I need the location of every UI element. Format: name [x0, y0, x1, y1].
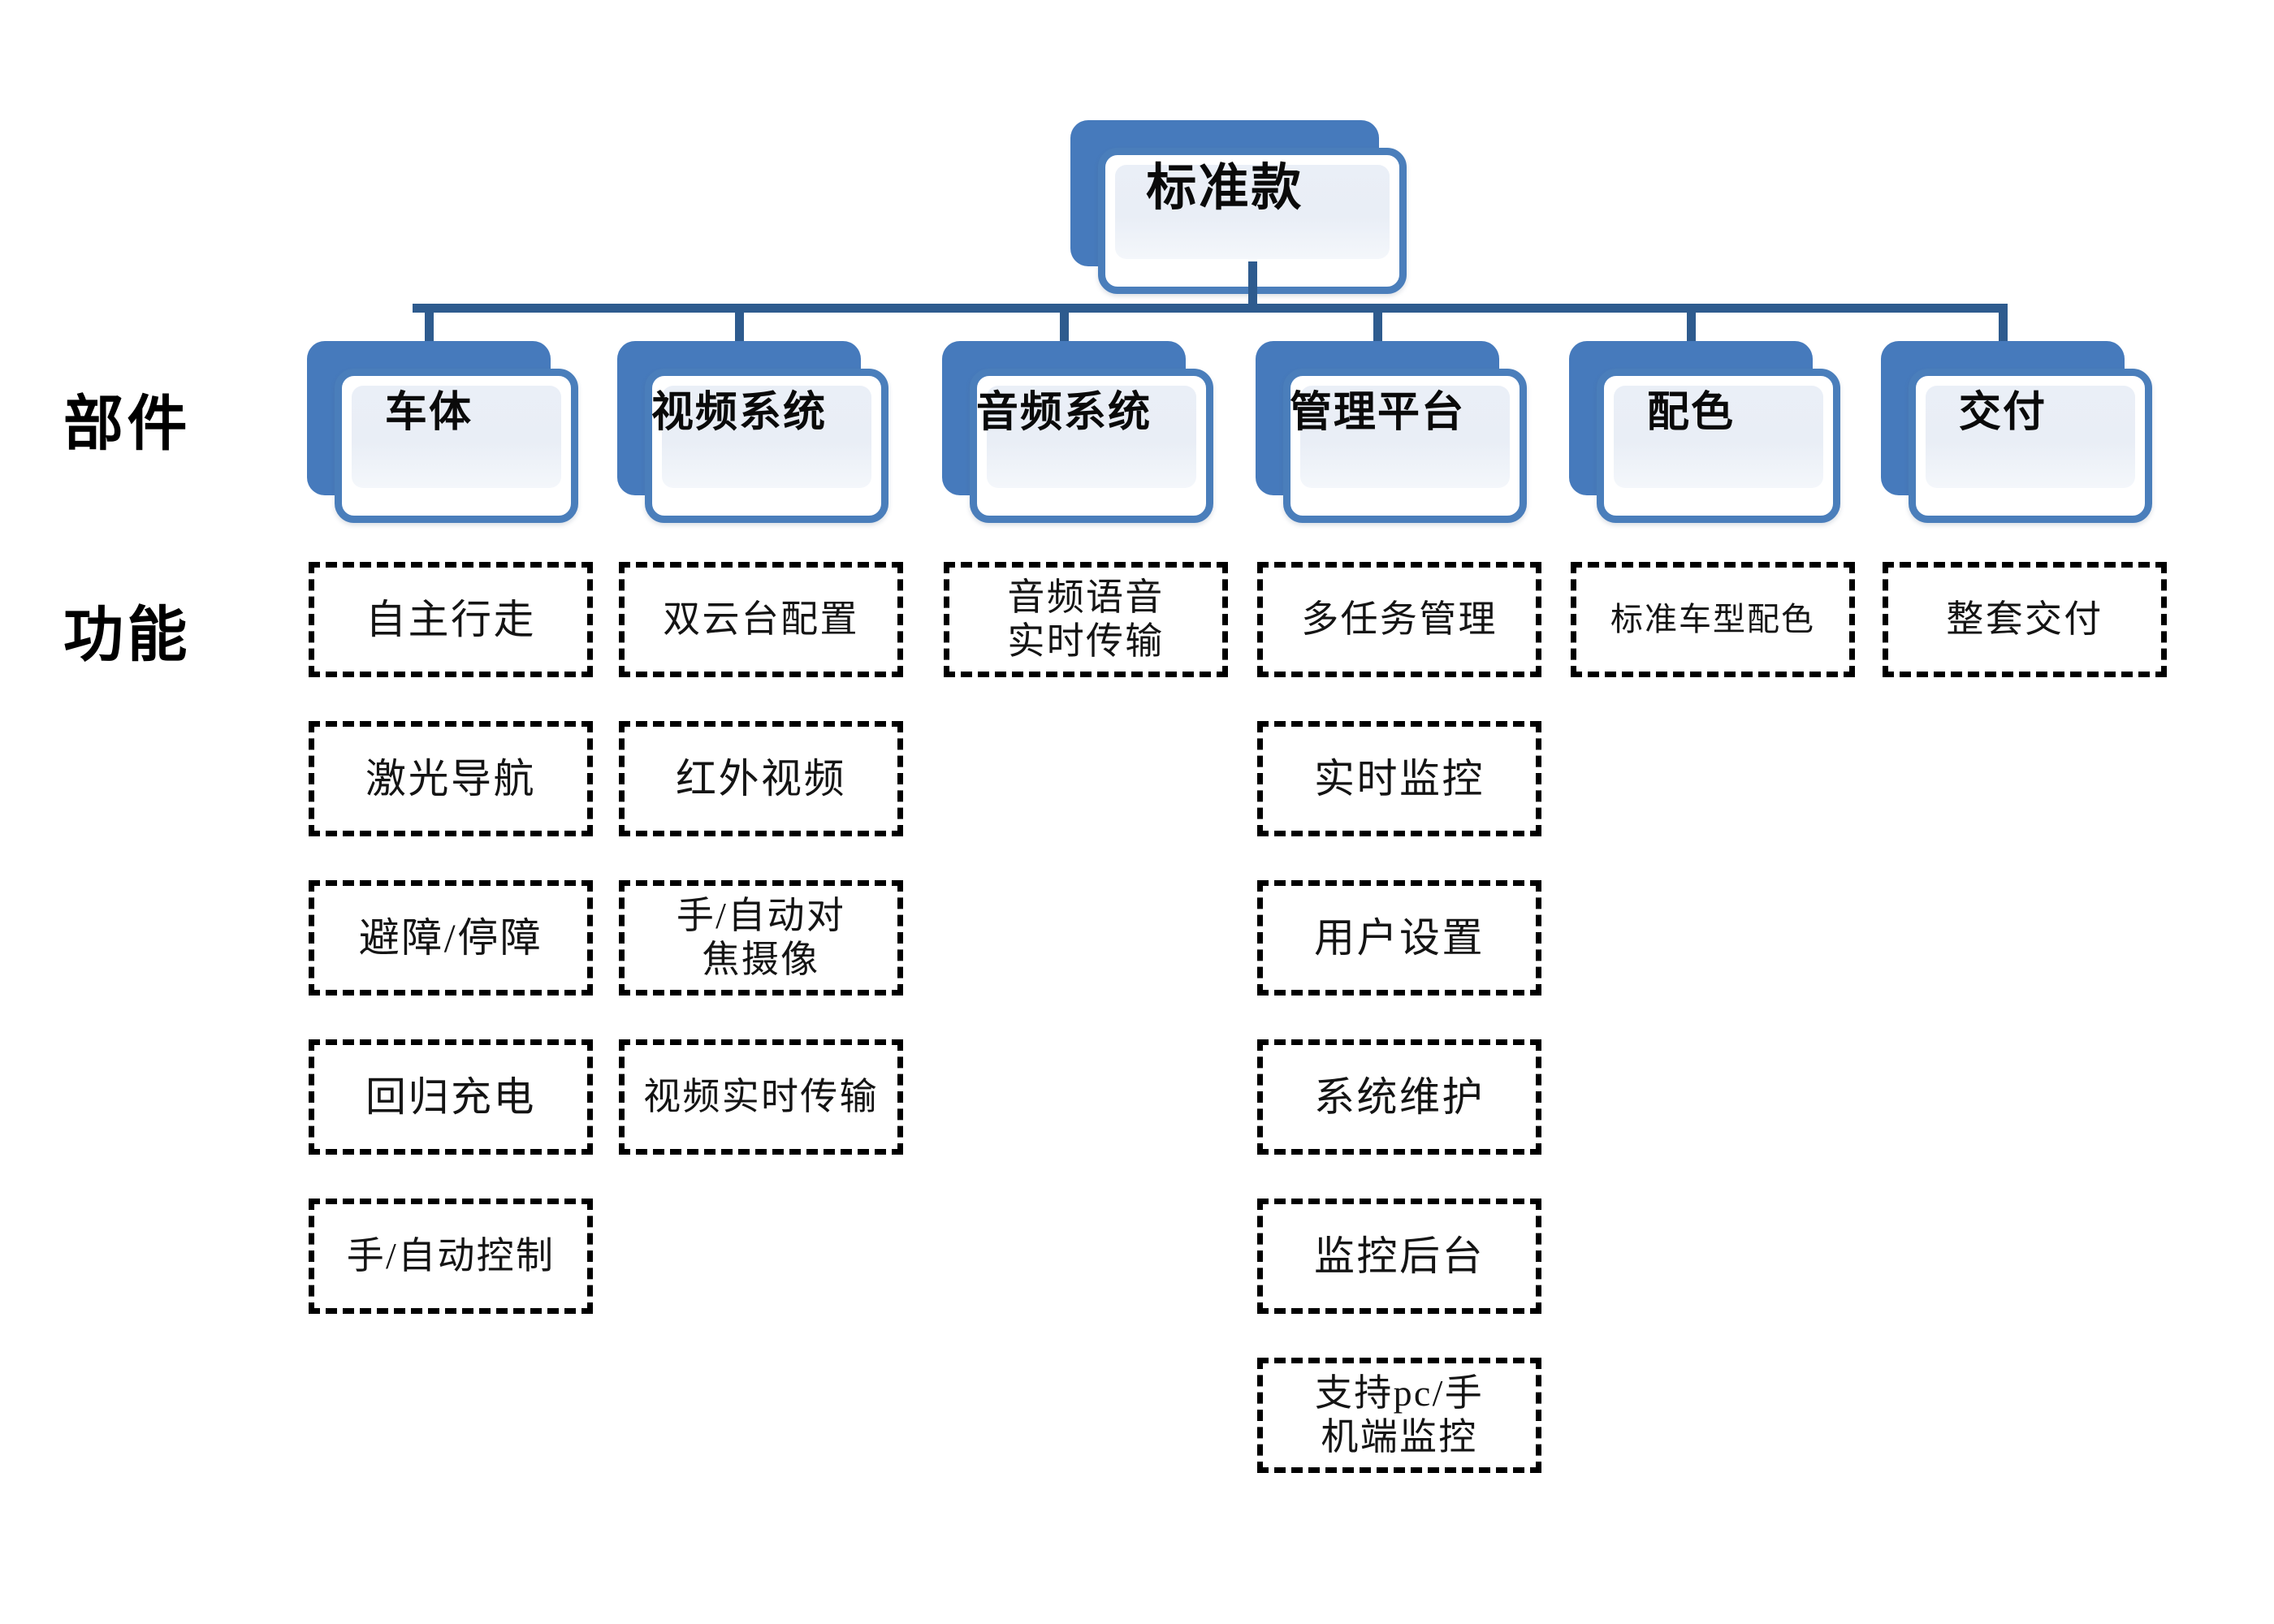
function-box-label: 监控后台 [1314, 1233, 1485, 1279]
function-box[interactable]: 激光导航 [309, 721, 593, 836]
function-box[interactable]: 自主行走 [309, 562, 593, 677]
function-box[interactable]: 支持pc/手 机端监控 [1257, 1358, 1541, 1473]
node-root-label: 标准款 [1146, 158, 1303, 217]
connector-drop-4 [1373, 304, 1382, 344]
node-inner-panel [1926, 386, 2135, 488]
function-box[interactable]: 避障/停障 [309, 880, 593, 996]
function-box-label: 激光导航 [365, 755, 536, 801]
function-box-label: 实时监控 [1314, 755, 1485, 801]
function-box-label: 多任务管理 [1301, 598, 1498, 640]
function-box-label: 手/自动对 焦摄像 [676, 894, 846, 980]
node-root[interactable]: 标准款 [1070, 120, 1407, 294]
node-component-4[interactable]: 管理平台 [1256, 341, 1527, 523]
node-inner-panel [1115, 165, 1390, 259]
connector-horizontal-bus [413, 304, 2004, 313]
node-component-2[interactable]: 视频系统 [617, 341, 888, 523]
function-box[interactable]: 红外视频 [619, 721, 903, 836]
node-component-label: 交付 [1958, 387, 2047, 437]
function-box[interactable]: 多任务管理 [1257, 562, 1541, 677]
node-inner-panel [662, 386, 871, 488]
node-inner-panel [352, 386, 561, 488]
node-component-5[interactable]: 配色 [1569, 341, 1840, 523]
function-box-label: 视频实时传输 [643, 1075, 879, 1117]
node-component-3[interactable]: 音频系统 [942, 341, 1213, 523]
function-box[interactable]: 视频实时传输 [619, 1039, 903, 1155]
function-box-label: 标准车型配色 [1610, 601, 1815, 638]
node-component-6[interactable]: 交付 [1881, 341, 2152, 523]
function-box[interactable]: 回归充电 [309, 1039, 593, 1155]
function-box-label: 红外视频 [676, 755, 846, 801]
node-component-label: 配色 [1646, 387, 1736, 437]
function-box-label: 音频语音 实时传输 [1007, 576, 1165, 662]
function-box-label: 自主行走 [365, 596, 536, 642]
function-box[interactable]: 标准车型配色 [1571, 562, 1855, 677]
connector-drop-5 [1687, 304, 1696, 344]
row-label-functions: 功能 [63, 600, 191, 670]
function-box-label: 整套交付 [1946, 598, 2103, 640]
function-box[interactable]: 手/自动控制 [309, 1199, 593, 1314]
node-inner-panel [1614, 386, 1823, 488]
node-inner-panel [987, 386, 1196, 488]
node-card [1098, 148, 1407, 294]
row-label-components: 部件 [63, 389, 191, 459]
node-component-label: 视频系统 [651, 387, 828, 437]
function-box[interactable]: 双云台配置 [619, 562, 903, 677]
function-box[interactable]: 音频语音 实时传输 [944, 562, 1228, 677]
node-card [970, 369, 1213, 523]
node-card [1283, 369, 1527, 523]
node-card [1597, 369, 1840, 523]
function-box[interactable]: 手/自动对 焦摄像 [619, 880, 903, 996]
connector-drop-2 [735, 304, 744, 344]
node-component-label: 车体 [384, 387, 473, 437]
function-box-label: 系统维护 [1314, 1073, 1485, 1120]
node-component-1[interactable]: 车体 [307, 341, 578, 523]
node-card [645, 369, 888, 523]
node-card [335, 369, 578, 523]
function-box-label: 双云台配置 [663, 598, 859, 640]
function-box-label: 手/自动控制 [346, 1234, 556, 1276]
function-box-label: 回归充电 [365, 1073, 536, 1120]
function-box-label: 避障/停障 [358, 914, 543, 961]
node-card [1909, 369, 2152, 523]
node-inner-panel [1300, 386, 1510, 488]
function-box[interactable]: 用户设置 [1257, 880, 1541, 996]
function-box-label: 支持pc/手 机端监控 [1315, 1371, 1484, 1458]
node-component-label: 管理平台 [1289, 387, 1466, 437]
function-box-label: 用户设置 [1314, 914, 1485, 961]
function-box[interactable]: 系统维护 [1257, 1039, 1541, 1155]
connector-drop-1 [425, 304, 434, 344]
function-box[interactable]: 整套交付 [1883, 562, 2167, 677]
node-component-label: 音频系统 [975, 387, 1152, 437]
function-box[interactable]: 监控后台 [1257, 1199, 1541, 1314]
connector-root-stem [1248, 261, 1257, 309]
connector-drop-3 [1060, 304, 1069, 344]
function-box[interactable]: 实时监控 [1257, 721, 1541, 836]
connector-drop-6 [1999, 304, 2008, 344]
